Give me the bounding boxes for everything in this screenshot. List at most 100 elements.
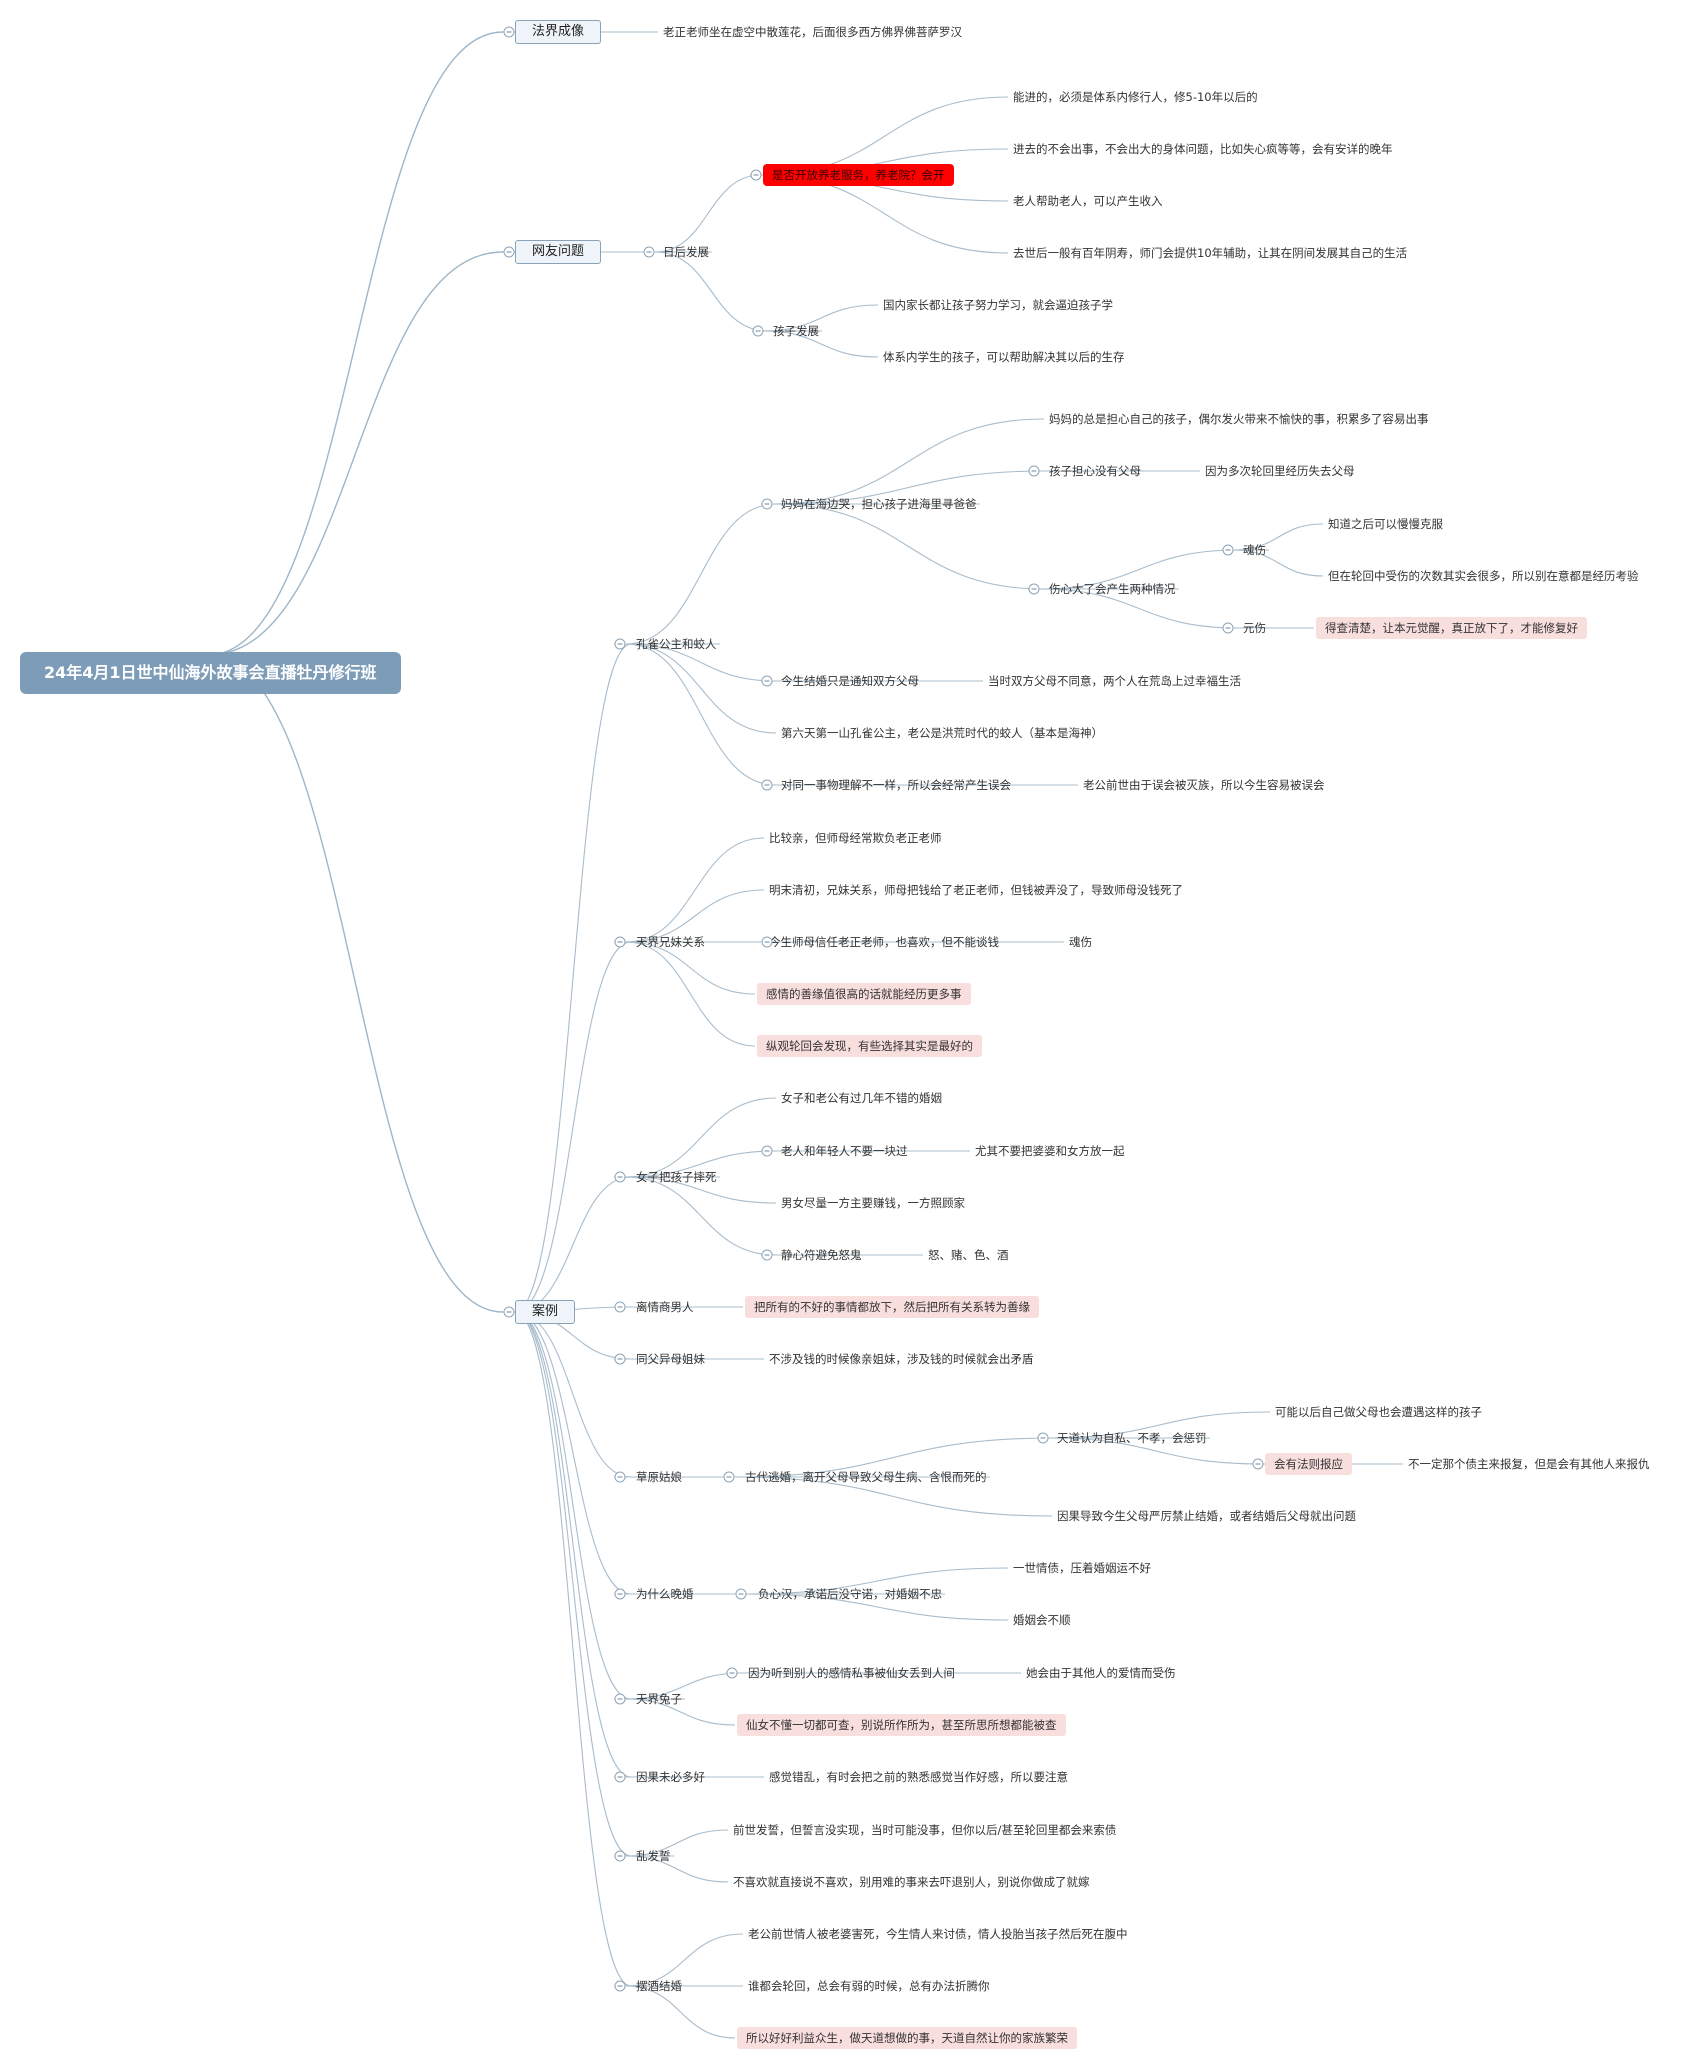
root-topic[interactable]: 24年4月1日世中仙海外故事会直播牡丹修行班 bbox=[20, 652, 401, 694]
topic-b2a2b[interactable]: 体系内学生的孩子，可以帮助解决其以后的生存 bbox=[883, 350, 1125, 364]
topic-c1d1[interactable]: 老公前世由于误会被灭族，所以今生容易被误会 bbox=[1083, 778, 1325, 792]
collapse-toggle-icon[interactable] bbox=[614, 1353, 626, 1365]
topic-b2a1c[interactable]: 老人帮助老人，可以产生收入 bbox=[1013, 194, 1163, 208]
collapse-toggle-icon[interactable] bbox=[761, 675, 773, 687]
topic-c9[interactable]: 因果未必多好 bbox=[636, 1770, 705, 1784]
collapse-toggle-icon[interactable] bbox=[614, 1771, 626, 1783]
topic-c8b[interactable]: 仙女不懂一切都可查，别说所作所为，甚至所思所想都能被查 bbox=[737, 1714, 1066, 1736]
topic-c10[interactable]: 乱发誓 bbox=[636, 1849, 671, 1863]
collapse-toggle-icon[interactable] bbox=[614, 936, 626, 948]
collapse-toggle-icon[interactable] bbox=[735, 1588, 747, 1600]
topic-b2a1d[interactable]: 去世后一般有百年阴寿，师门会提供10年辅助，让其在阴间发展其自己的生活 bbox=[1013, 246, 1408, 260]
topic-c10b[interactable]: 不喜欢就直接说不喜欢，别用难的事来去吓退别人，别说你做成了就嫁 bbox=[733, 1875, 1090, 1889]
branch-b2[interactable]: 网友问题 bbox=[515, 240, 602, 264]
topic-c4[interactable]: 离情商男人 bbox=[636, 1300, 694, 1314]
topic-c6a1[interactable]: 天道认为自私、不孝，会惩罚 bbox=[1057, 1431, 1207, 1445]
branch-b1[interactable]: 法界成像 bbox=[515, 20, 602, 44]
collapse-toggle-icon[interactable] bbox=[752, 325, 764, 337]
topic-c6a1b[interactable]: 会有法则报应 bbox=[1265, 1453, 1352, 1475]
topic-b2a[interactable]: 日后发展 bbox=[663, 245, 709, 259]
topic-c2d[interactable]: 感情的善缘值很高的话就能经历更多事 bbox=[757, 983, 971, 1005]
topic-c5a[interactable]: 不涉及钱的时候像亲姐妹，涉及钱的时候就会出矛盾 bbox=[769, 1352, 1034, 1366]
topic-c4a[interactable]: 把所有的不好的事情都放下，然后把所有关系转为善缘 bbox=[745, 1296, 1039, 1318]
collapse-toggle-icon[interactable] bbox=[750, 169, 762, 181]
topic-c7a2[interactable]: 婚姻会不顺 bbox=[1013, 1613, 1071, 1627]
collapse-toggle-icon[interactable] bbox=[761, 1145, 773, 1157]
topic-c7a1[interactable]: 一世情债，压着婚姻运不好 bbox=[1013, 1561, 1151, 1575]
topic-c3b[interactable]: 老人和年轻人不要一块过 bbox=[781, 1144, 908, 1158]
topic-c9a[interactable]: 感觉错乱，有时会把之前的熟悉感觉当作好感，所以要注意 bbox=[769, 1770, 1068, 1784]
collapse-toggle-icon[interactable] bbox=[1028, 583, 1040, 595]
topic-c1[interactable]: 孔雀公主和蛟人 bbox=[636, 637, 717, 651]
topic-c5[interactable]: 同父异母姐妹 bbox=[636, 1352, 705, 1366]
topic-c1a3a1[interactable]: 知道之后可以慢慢克服 bbox=[1328, 517, 1443, 531]
collapse-toggle-icon[interactable] bbox=[1037, 1432, 1049, 1444]
topic-c2a[interactable]: 比较亲，但师母经常欺负老正老师 bbox=[769, 831, 942, 845]
topic-c3d[interactable]: 静心符避免怒鬼 bbox=[781, 1248, 862, 1262]
collapse-toggle-icon[interactable] bbox=[614, 1301, 626, 1313]
topic-c1a2[interactable]: 孩子担心没有父母 bbox=[1049, 464, 1141, 478]
topic-c10a[interactable]: 前世发誓，但誓言没实现，当时可能没事，但你以后/甚至轮回里都会来索债 bbox=[733, 1823, 1117, 1837]
branch-b3[interactable]: 案例 bbox=[515, 1300, 576, 1324]
topic-c8a[interactable]: 因为听到别人的感情私事被仙女丢到人间 bbox=[748, 1666, 955, 1680]
topic-c2e[interactable]: 纵观轮回会发现，有些选择其实是最好的 bbox=[757, 1035, 982, 1057]
collapse-toggle-icon[interactable] bbox=[614, 1980, 626, 1992]
collapse-toggle-icon[interactable] bbox=[643, 246, 655, 258]
topic-c3c[interactable]: 男女尽量一方主要赚钱，一方照顾家 bbox=[781, 1196, 965, 1210]
collapse-toggle-icon[interactable] bbox=[726, 1667, 738, 1679]
topic-c1b[interactable]: 今生结婚只是通知双方父母 bbox=[781, 674, 919, 688]
collapse-toggle-icon[interactable] bbox=[614, 1471, 626, 1483]
collapse-toggle-icon[interactable] bbox=[503, 1306, 515, 1318]
topic-c1a3a2[interactable]: 但在轮回中受伤的次数其实会很多，所以别在意都是经历考验 bbox=[1328, 569, 1639, 583]
topic-b2a1[interactable]: 是否开放养老服务，养老院？会开 bbox=[763, 164, 954, 186]
collapse-toggle-icon[interactable] bbox=[503, 246, 515, 258]
topic-c11b[interactable]: 谁都会轮回，总会有弱的时候，总有办法折腾你 bbox=[748, 1979, 990, 1993]
topic-c1a[interactable]: 妈妈在海边哭，担心孩子进海里寻爸爸 bbox=[781, 497, 977, 511]
collapse-toggle-icon[interactable] bbox=[1222, 622, 1234, 634]
topic-c7[interactable]: 为什么晚婚 bbox=[636, 1587, 694, 1601]
collapse-toggle-icon[interactable] bbox=[723, 1471, 735, 1483]
topic-c1a3b1[interactable]: 得查清楚，让本元觉醒，真正放下了，才能修复好 bbox=[1316, 617, 1587, 639]
topic-c1a3[interactable]: 伤心大了会产生两种情况 bbox=[1049, 582, 1176, 596]
topic-c1b1[interactable]: 当时双方父母不同意，两个人在荒岛上过幸福生活 bbox=[988, 674, 1241, 688]
topic-c8[interactable]: 天界兔子 bbox=[636, 1692, 682, 1706]
topic-c3a[interactable]: 女子和老公有过几年不错的婚姻 bbox=[781, 1091, 942, 1105]
topic-c1d[interactable]: 对同一事物理解不一样，所以会经常产生误会 bbox=[781, 778, 1011, 792]
collapse-toggle-icon[interactable] bbox=[761, 936, 773, 948]
collapse-toggle-icon[interactable] bbox=[1028, 465, 1040, 477]
topic-c1c[interactable]: 第六天第一山孔雀公主，老公是洪荒时代的蛟人（基本是海神） bbox=[781, 726, 1103, 740]
topic-c1a3a[interactable]: 魂伤 bbox=[1243, 543, 1266, 557]
collapse-toggle-icon[interactable] bbox=[761, 498, 773, 510]
topic-c1a2a[interactable]: 因为多次轮回里经历失去父母 bbox=[1205, 464, 1355, 478]
topic-c1a3b[interactable]: 元伤 bbox=[1243, 621, 1266, 635]
collapse-toggle-icon[interactable] bbox=[1252, 1458, 1264, 1470]
topic-b2a2a[interactable]: 国内家长都让孩子努力学习，就会逼迫孩子学 bbox=[883, 298, 1113, 312]
topic-c6a1b1[interactable]: 不一定那个债主来报复，但是会有其他人来报仇 bbox=[1408, 1457, 1650, 1471]
collapse-toggle-icon[interactable] bbox=[614, 1850, 626, 1862]
topic-c7a[interactable]: 负心汉，承诺后没守诺，对婚姻不忠 bbox=[758, 1587, 942, 1601]
topic-c3d1[interactable]: 怒、赌、色、酒 bbox=[928, 1248, 1009, 1262]
topic-c2c[interactable]: 今生师母信任老正老师，也喜欢，但不能谈钱 bbox=[769, 935, 999, 949]
collapse-toggle-icon[interactable] bbox=[614, 1171, 626, 1183]
topic-c11[interactable]: 摆酒结婚 bbox=[636, 1979, 682, 1993]
topic-c11c[interactable]: 所以好好利益众生，做天道想做的事，天道自然让你的家族繁荣 bbox=[737, 2027, 1077, 2049]
collapse-toggle-icon[interactable] bbox=[503, 26, 515, 38]
topic-c11a[interactable]: 老公前世情人被老婆害死，今生情人来讨债，情人投胎当孩子然后死在腹中 bbox=[748, 1927, 1128, 1941]
collapse-toggle-icon[interactable] bbox=[1222, 544, 1234, 556]
topic-b2a1a[interactable]: 能进的，必须是体系内修行人，修5-10年以后的 bbox=[1013, 90, 1258, 104]
topic-b1a[interactable]: 老正老师坐在虚空中散莲花，后面很多西方佛界佛菩萨罗汉 bbox=[663, 25, 962, 39]
collapse-toggle-icon[interactable] bbox=[761, 1249, 773, 1261]
topic-c8a1[interactable]: 她会由于其他人的爱情而受伤 bbox=[1026, 1666, 1176, 1680]
collapse-toggle-icon[interactable] bbox=[614, 1588, 626, 1600]
collapse-toggle-icon[interactable] bbox=[761, 779, 773, 791]
topic-c6a1a[interactable]: 可能以后自己做父母也会遭遇这样的孩子 bbox=[1275, 1405, 1482, 1419]
topic-b2a2[interactable]: 孩子发展 bbox=[773, 324, 819, 338]
collapse-toggle-icon[interactable] bbox=[614, 638, 626, 650]
topic-c2c1[interactable]: 魂伤 bbox=[1069, 935, 1092, 949]
topic-c6a[interactable]: 古代逃婚，离开父母导致父母生病、含恨而死的 bbox=[745, 1470, 987, 1484]
collapse-toggle-icon[interactable] bbox=[614, 1693, 626, 1705]
topic-c1a1[interactable]: 妈妈的总是担心自己的孩子，偶尔发火带来不愉快的事，积累多了容易出事 bbox=[1049, 412, 1429, 426]
topic-c3[interactable]: 女子把孩子摔死 bbox=[636, 1170, 717, 1184]
topic-c2[interactable]: 天界兄妹关系 bbox=[636, 935, 705, 949]
topic-c3b1[interactable]: 尤其不要把婆婆和女方放一起 bbox=[975, 1144, 1125, 1158]
